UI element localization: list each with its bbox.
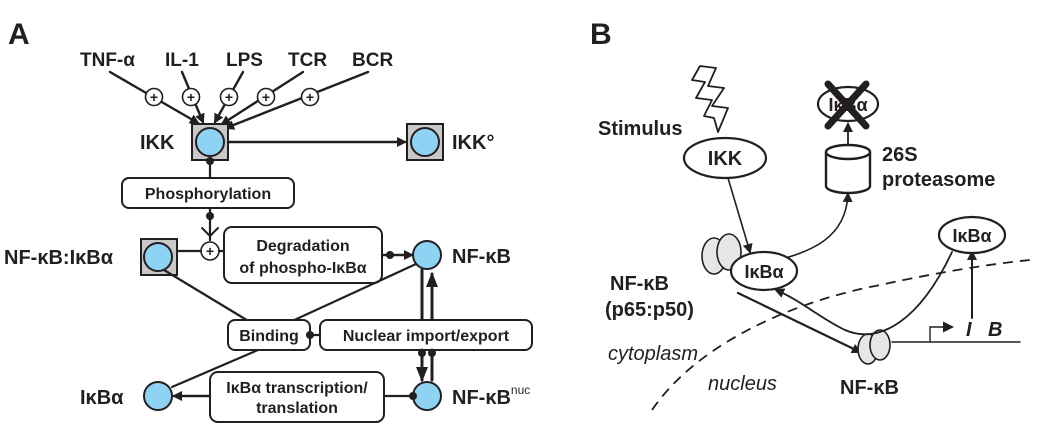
transcription-label-1: IκBα transcription/ — [226, 380, 368, 397]
proteasome-label-1: 26S — [882, 144, 918, 166]
complex-label: NF-κB:IκBα — [4, 247, 114, 269]
ikba-label: IκBα — [80, 387, 124, 409]
nfkb-cyto-label: NF-κB — [610, 273, 669, 295]
link-nfkb-binding — [288, 262, 418, 324]
dot-phos — [206, 212, 214, 220]
cytoplasm-label: cytoplasm — [608, 343, 698, 365]
plus-tcr-text: + — [262, 89, 270, 105]
ikk-inactive-label: IKK° — [452, 132, 494, 154]
ikk-oval — [682, 136, 768, 180]
plus-il1-text: + — [187, 89, 195, 105]
ikba-new-label: IκBα — [952, 226, 991, 246]
plus-lps-text: + — [225, 89, 233, 105]
promoter-arrow — [929, 321, 955, 343]
nfkb-nuc-label: NF-κBnuc — [452, 383, 530, 409]
phosphorylation-box — [121, 177, 295, 209]
ikba-node: IκBα — [80, 381, 173, 411]
arrow-nuclear-import — [736, 291, 862, 354]
nfkb-node: NF-κB — [412, 240, 511, 270]
dot-nuc-b — [428, 349, 436, 357]
nuclear-box — [319, 319, 533, 351]
dot-nuc-transcription — [409, 392, 417, 400]
ikk-inactive-node: IKK° — [406, 123, 494, 161]
stimulus-tcr: TCR — [288, 50, 327, 71]
nfkb-label: NF-κB — [452, 246, 511, 268]
ikk-circle — [195, 127, 225, 157]
nuclear-label: Nuclear import/export — [343, 328, 510, 345]
nfkb-nuc-circle — [412, 381, 442, 411]
arrow-ikk-ikba — [727, 177, 753, 254]
arrow-bcr — [224, 70, 370, 130]
phosphorylation-label: Phosphorylation — [145, 186, 271, 203]
nfkb-nuc-node: NF-κBnuc — [412, 381, 530, 411]
stimuli-labels: TNF-α IL-1 LPS TCR BCR — [80, 50, 393, 71]
plus-bcr-text: + — [306, 89, 314, 105]
stimulus-il1: IL-1 — [165, 50, 199, 71]
dot-binding — [306, 331, 314, 339]
ikk-node: IKK — [140, 123, 229, 161]
stimulus-label: Stimulus — [598, 118, 682, 140]
plus-tnf — [144, 87, 164, 107]
ikba-bound-label: IκBα — [744, 262, 783, 282]
nuclear-membrane — [651, 259, 1031, 411]
dot-deg — [386, 251, 394, 259]
complex-circle — [143, 242, 173, 272]
binding-label: Binding — [239, 328, 299, 345]
plus-tnf-text: + — [150, 89, 158, 105]
stimulus-tnf: TNF-α — [80, 50, 135, 71]
nfkb-cyto-sub: (p65:p50) — [605, 299, 694, 321]
proteasome-label-2: proteasome — [882, 169, 995, 191]
panel-b-letter: B — [590, 18, 612, 51]
plus-signs: + + + + + — [144, 87, 320, 107]
proteasome-icon — [824, 143, 872, 195]
dot-ikk — [206, 157, 214, 165]
plus-degradation-text: + — [206, 243, 214, 259]
plus-il1 — [181, 87, 201, 107]
stimulus-lps: LPS — [226, 50, 263, 71]
nfkb-nuc-b-label: NF-κB — [840, 377, 899, 399]
ikk-inactive-circle — [410, 127, 440, 157]
ikba-bound-oval — [729, 250, 799, 292]
degradation-label-1: Degradation — [256, 238, 349, 255]
cross-icon-b — [824, 80, 870, 130]
nucleus-label: nucleus — [708, 373, 777, 395]
dot-nuc-a — [418, 349, 426, 357]
ikk-label: IKK — [140, 132, 175, 154]
ikk-oval-label: IKK — [708, 148, 743, 170]
nuc-p65-subunit — [869, 329, 891, 361]
plus-lps — [219, 87, 239, 107]
panel-a-letter: A — [8, 18, 30, 51]
panel-b: B Stimulus IKK IκBα 26S proteasome IκBα — [590, 18, 1031, 411]
degradation-label-2: of phospho-IκBα — [239, 260, 366, 277]
lightning-icon — [691, 65, 729, 133]
link-binding-ikba — [170, 348, 260, 389]
ikba-new-oval — [937, 215, 1007, 255]
transcription-label-2: translation — [256, 400, 338, 417]
nfkb-circle — [412, 240, 442, 270]
gene-label-1: I — [966, 319, 972, 341]
plus-tcr — [256, 87, 276, 107]
chevron-phos — [201, 227, 219, 238]
gene-label-2: B — [988, 319, 1002, 341]
stimulus-bcr: BCR — [352, 50, 393, 71]
arrow-ikba-proteasome — [769, 192, 853, 263]
ikba-circle — [143, 381, 173, 411]
link-complex-binding — [162, 268, 252, 324]
plus-bcr — [300, 87, 320, 107]
complex-node: NF-κB:IκBα — [4, 238, 178, 276]
arrow-ikba-return — [774, 251, 953, 335]
panel-a: A TNF-α IL-1 LPS TCR BCR + + + + — [4, 18, 533, 423]
